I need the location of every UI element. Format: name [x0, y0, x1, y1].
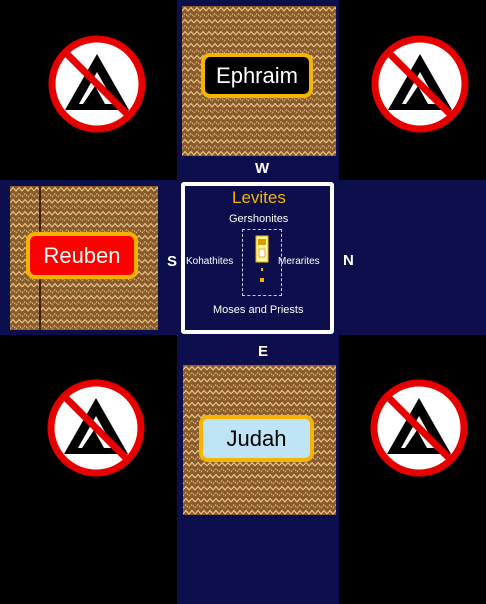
clan-merarites: Merarites: [278, 256, 320, 267]
direction-west: W: [255, 160, 270, 177]
direction-south: S: [167, 253, 178, 270]
clan-kohathites: Kohathites: [186, 256, 234, 267]
no-camping-icon: [46, 378, 146, 478]
direction-north: N: [343, 252, 354, 269]
levites-title: Levites: [232, 188, 286, 207]
tribe-name-ephraim: Ephraim: [216, 62, 298, 88]
no-camping-icon: [370, 34, 470, 134]
tabernacle-courtyard: [242, 229, 282, 296]
tribe-name-reuben: Reuben: [43, 242, 121, 268]
no-camping-icon: [47, 34, 147, 134]
no-camping-icon: [369, 378, 469, 478]
tribe-name-judah: Judah: [226, 425, 287, 451]
levites-enclosure: [181, 182, 334, 334]
clan-moses-and-priests: Moses and Priests: [213, 304, 304, 316]
tribe-label-judah: Judah: [199, 415, 314, 462]
clan-gershonites: Gershonites: [229, 213, 289, 225]
tribe-label-ephraim: Ephraim: [201, 53, 313, 98]
direction-east: E: [258, 343, 269, 360]
tribe-label-reuben: Reuben: [26, 232, 138, 279]
tabernacle-icon: [255, 235, 269, 282]
